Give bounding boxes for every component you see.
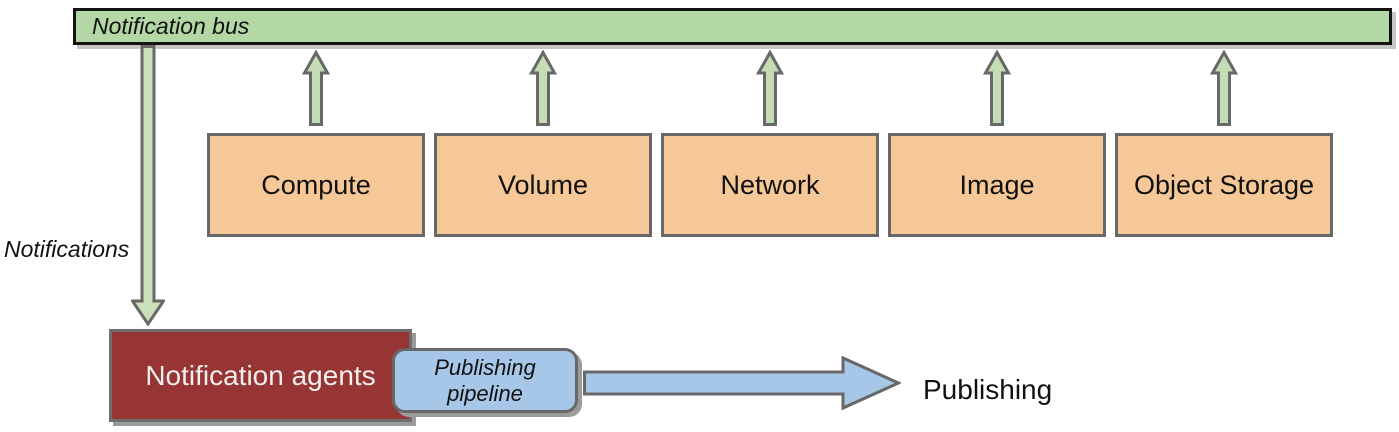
service-column-compute: Compute xyxy=(207,45,425,237)
service-column-image: Image xyxy=(888,45,1106,237)
notifications-label: Notifications xyxy=(4,236,130,262)
publishing-label: Publishing xyxy=(923,374,1053,405)
service-box-network: Network xyxy=(661,133,879,237)
service-box-label: Volume xyxy=(497,169,589,200)
publishing-pipeline-label: Publishing pipeline xyxy=(434,354,536,406)
notification-bus-label: Notification bus xyxy=(92,13,250,39)
up-arrow-icon xyxy=(301,50,331,126)
notifications-down-arrow-icon xyxy=(131,45,165,326)
service-box-compute: Compute xyxy=(207,133,425,237)
service-box-label: Network xyxy=(720,169,820,200)
notification-agents-label: Notification agents xyxy=(145,359,376,391)
service-box-object-storage: Object Storage xyxy=(1115,133,1333,237)
service-box-volume: Volume xyxy=(434,133,652,237)
service-box-image: Image xyxy=(888,133,1106,237)
up-arrow-icon xyxy=(528,50,558,126)
service-box-label: Compute xyxy=(261,169,371,200)
up-arrow-icon xyxy=(755,50,785,126)
publishing-right-arrow-icon xyxy=(583,355,901,411)
service-column-volume: Volume xyxy=(434,45,652,237)
notification-agents-box: Notification agents xyxy=(109,329,412,422)
service-box-label: Object Storage xyxy=(1133,169,1315,200)
up-arrow-icon xyxy=(982,50,1012,126)
service-column-network: Network xyxy=(661,45,879,237)
up-arrow-icon xyxy=(1209,50,1239,126)
service-box-label: Image xyxy=(959,169,1035,200)
publishing-pipeline-box: Publishing pipeline xyxy=(392,348,578,413)
service-column-object-storage: Object Storage xyxy=(1115,45,1333,237)
services-row: Compute Volume Network Image xyxy=(207,45,1333,237)
notification-bus-bar: Notification bus xyxy=(73,8,1392,45)
